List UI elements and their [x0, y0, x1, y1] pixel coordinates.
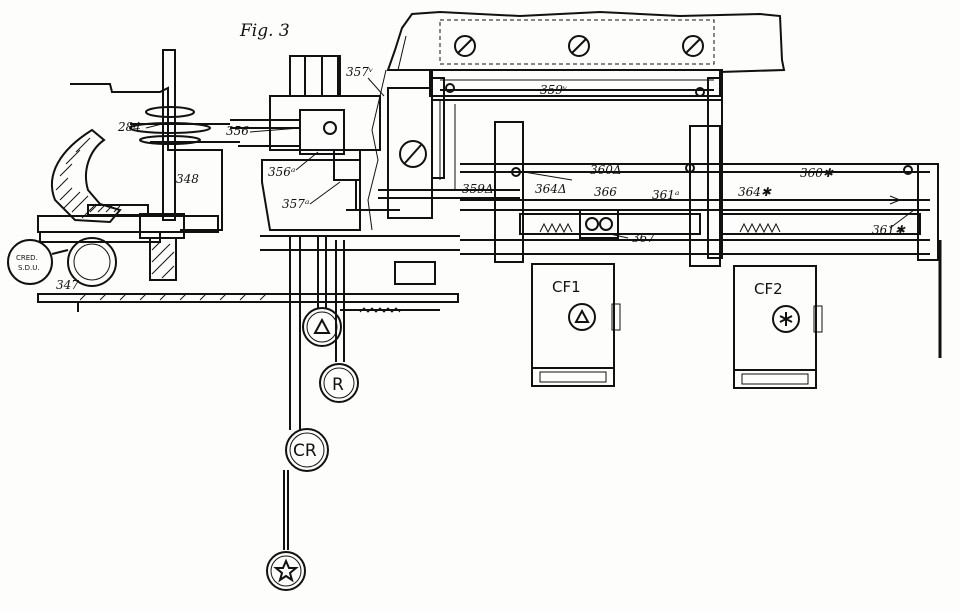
key-star[interactable]: [266, 551, 306, 591]
ref-359d: 359Δ: [462, 182, 494, 196]
ref-364s: 364✱: [738, 185, 772, 199]
ref-357v: 357ᵛ: [346, 65, 373, 79]
ref-357a: 357ᵃ: [282, 197, 309, 211]
ref-366: 366: [594, 185, 617, 199]
spindle-348: [129, 49, 240, 281]
key-cr-label: CR: [293, 441, 317, 461]
ref-361a: 361ᵃ: [652, 188, 679, 202]
ref-284: 284: [117, 120, 141, 134]
ref-360s: 360✱: [800, 166, 834, 180]
triangle-icon: [313, 317, 331, 334]
cf2-label: CF2: [754, 280, 783, 298]
cf2-unit: [733, 265, 823, 389]
ref-348: 348: [176, 172, 199, 186]
carriage-rails: [460, 121, 942, 358]
stamp-text-line2: S.D.U.: [18, 264, 40, 272]
cf1-label: CF1: [552, 278, 581, 296]
figure-title: Fig. 3: [239, 21, 290, 41]
triangle-icon: [574, 308, 590, 323]
ref-356a: 356ᵃ: [268, 165, 295, 179]
ref-356: 356: [226, 124, 249, 138]
leader-lines: [145, 77, 915, 239]
ref-359v: 359ᵛ: [540, 83, 567, 97]
screw-icon: [682, 35, 704, 57]
key-rods: [283, 236, 345, 550]
star-icon: [273, 558, 299, 583]
key-r-circled[interactable]: R: [319, 363, 359, 403]
ref-367: 367: [632, 231, 655, 245]
frame-359v: [431, 69, 723, 259]
ref-361s: 361✱: [872, 223, 906, 237]
screw-icon: [568, 35, 590, 57]
ref-364d: 364Δ: [535, 182, 567, 196]
central-mechanism: [230, 55, 520, 285]
left-frame: [37, 83, 223, 243]
stamp-text-line1: CRED.: [16, 254, 38, 262]
cf1-unit: [531, 263, 621, 387]
base-bar: [37, 293, 459, 313]
frame-plate: [367, 10, 786, 231]
ref-360d: 360Δ: [590, 163, 622, 177]
key-r-label: R: [332, 375, 344, 395]
asterisk-icon: [779, 312, 793, 326]
screw-icon: [454, 35, 476, 57]
ink-roller: [7, 237, 117, 287]
ref-347: 347: [56, 278, 79, 292]
key-cr[interactable]: CR: [285, 428, 329, 472]
key-triangle[interactable]: [302, 307, 342, 347]
screw-icon: [399, 140, 427, 168]
